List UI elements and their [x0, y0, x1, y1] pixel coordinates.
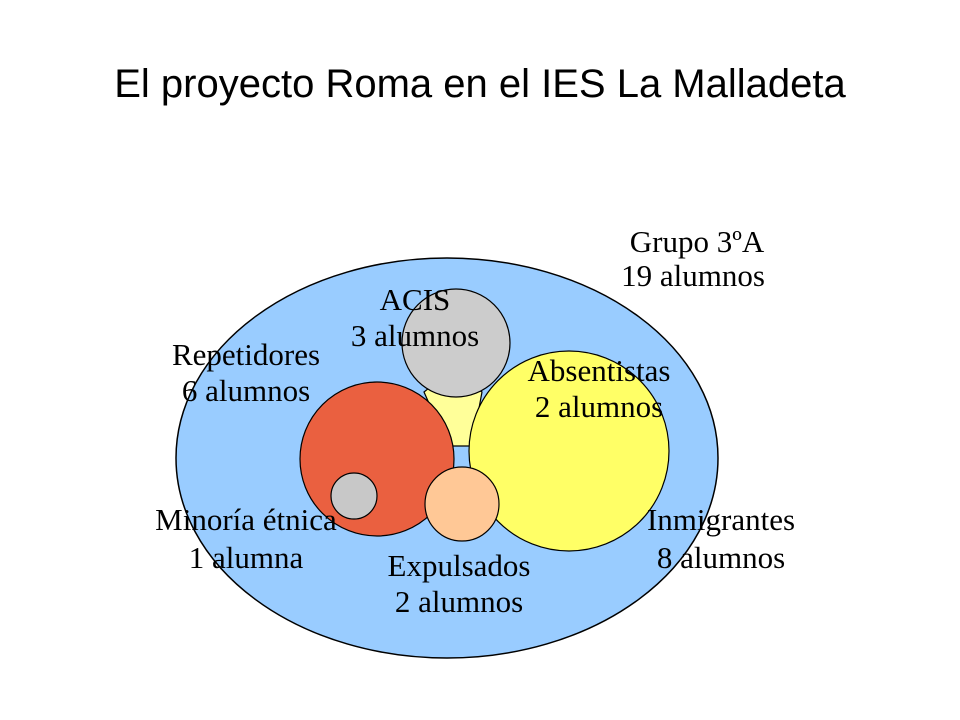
expulsados-count: 2 alumnos [395, 584, 523, 619]
repetidores-label: Repetidores [172, 337, 320, 372]
acis-label: ACIS [380, 282, 451, 317]
minoria-etnica-circle [330, 472, 378, 520]
acis-count: 3 alumnos [351, 318, 479, 353]
slide-title: El proyecto Roma en el IES La Malladeta [114, 62, 846, 106]
absentistas-label: Absentistas [528, 353, 671, 388]
inmigrantes-circle [468, 350, 670, 552]
expulsados-circle [424, 466, 500, 542]
minoria-count: 1 alumna [189, 540, 304, 575]
repetidores-count: 6 alumnos [182, 373, 310, 408]
grupo-label: Grupo 3ºA [630, 224, 765, 259]
minoria-label: Minoría étnica [155, 502, 337, 537]
grupo-count: 19 alumnos [621, 258, 765, 293]
inmigrantes-label: Inmigrantes [647, 502, 795, 537]
absentistas-count: 2 alumnos [535, 389, 663, 424]
inmigrantes-count: 8 alumnos [657, 540, 785, 575]
acis-circle [401, 288, 511, 398]
expulsados-label: Expulsados [388, 548, 531, 583]
